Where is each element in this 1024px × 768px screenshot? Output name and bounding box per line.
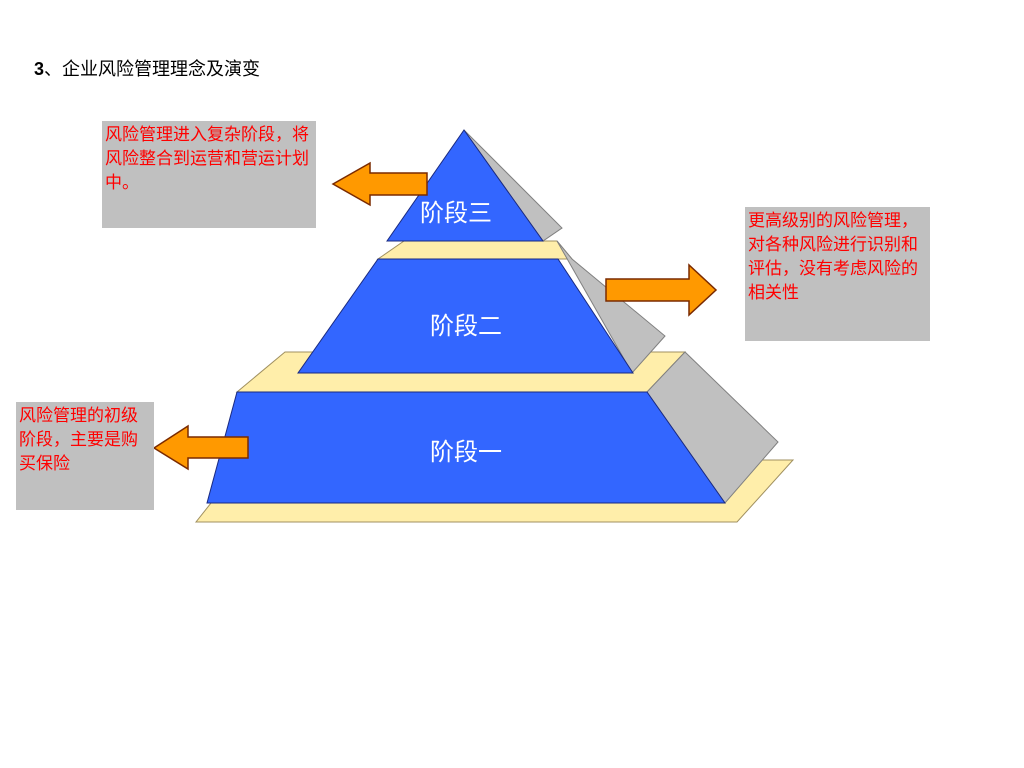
tier2-side-face (556, 240, 666, 374)
left-arrow-icon (152, 424, 249, 471)
stage3-label: 阶段三 (420, 199, 492, 227)
tier1-front-face (206, 391, 726, 504)
note-stage3: 风险管理进入复杂阶段，将风险整合到运营和营运计划中。 (102, 121, 316, 228)
title-text: 、企业风险管理理念及演变 (44, 59, 261, 80)
stage2-label: 阶段二 (430, 312, 502, 340)
title-number: 3 (34, 59, 45, 79)
note-stage2: 更高级别的风险管理，对各种风险进行识别和评估，没有考虑风险的相关性 (745, 207, 930, 341)
tier2-front-face (297, 258, 634, 374)
page-title: 3、企业风险管理理念及演变 (34, 55, 260, 81)
left-arrow-icon (331, 161, 428, 207)
note-stage1: 风险管理的初级阶段，主要是购买保险 (16, 402, 154, 510)
tier2-top-ledge (376, 240, 574, 260)
right-arrow-icon (605, 263, 718, 317)
stage1-label: 阶段一 (430, 438, 502, 466)
